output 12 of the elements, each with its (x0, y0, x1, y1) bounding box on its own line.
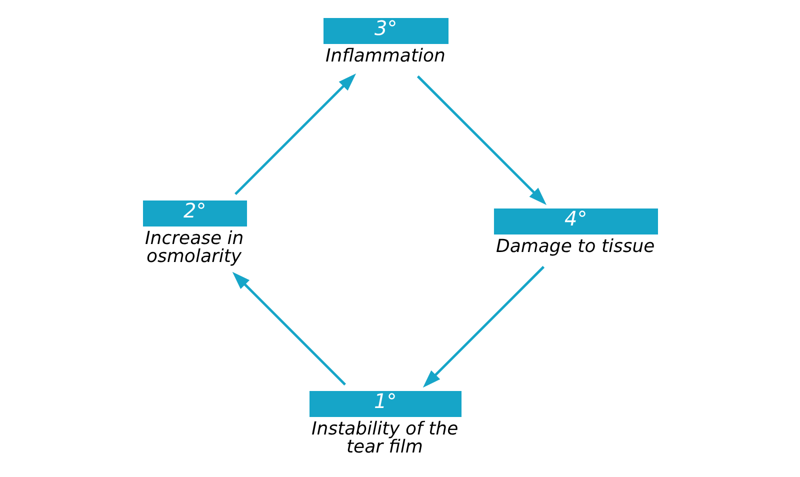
node-box: 3° (323, 18, 448, 44)
node-label: Damage to tissue (495, 236, 654, 257)
node-label: Increase in osmolarity (144, 228, 244, 267)
arrow (416, 75, 546, 206)
node-label: Inflammation (325, 45, 445, 66)
node-box: 2° (142, 200, 246, 226)
node-box: 4° (493, 208, 658, 234)
node-label: Instability of the tear film (310, 418, 458, 458)
arrow (234, 73, 356, 195)
arrow (422, 266, 544, 388)
node-box: 1° (309, 391, 461, 417)
arrow (232, 272, 346, 386)
